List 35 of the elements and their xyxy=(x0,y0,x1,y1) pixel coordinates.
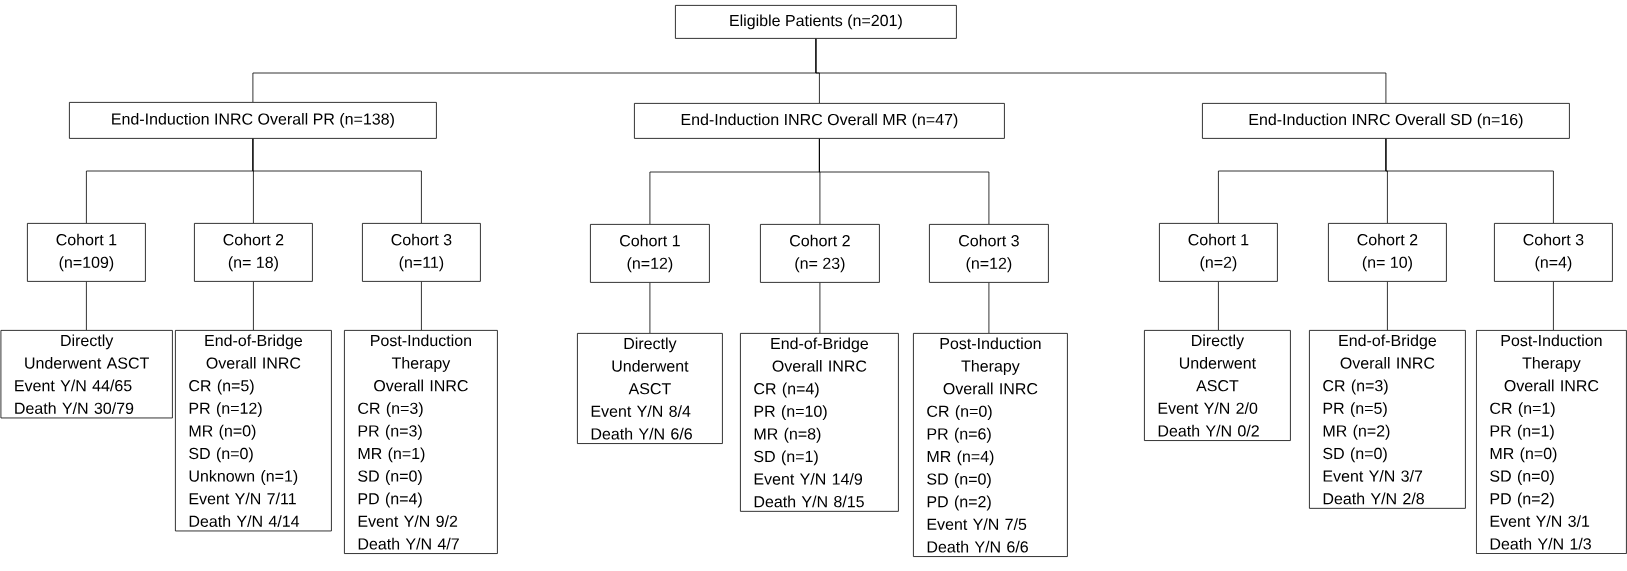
cohort-box: Cohort 3 (n=4) xyxy=(1494,223,1613,282)
connector-line xyxy=(1387,281,1388,331)
outcome-box: Directly Underwent ASCT Event Y/N 44/65 Death Y/N 30/79 xyxy=(0,330,173,419)
connector-line xyxy=(819,282,821,334)
cohort-box: Cohort 1 (n=109) xyxy=(27,223,146,282)
stage-box: End-Induction INRC Overall SD (n=16) xyxy=(1202,103,1570,139)
connector-line xyxy=(815,38,1387,104)
cohort-box: Cohort 1 (n=12) xyxy=(590,224,710,283)
connector-line xyxy=(253,281,254,331)
stage-box: Eligible Patients (n=201) xyxy=(675,5,957,39)
stage-box: End-Induction INRC Overall PR (n=138) xyxy=(69,102,437,139)
cohort-box: Cohort 1 (n=2) xyxy=(1159,223,1278,282)
connector-line xyxy=(1385,138,1554,224)
cohort-box: Cohort 3 (n=11) xyxy=(362,223,481,282)
connector-line xyxy=(1553,281,1554,331)
connector-line xyxy=(252,138,422,224)
cohort-box: Cohort 2 (n= 10) xyxy=(1328,223,1447,282)
stage-box: End-Induction INRC Overall MR (n=47) xyxy=(634,103,1005,139)
connector-line xyxy=(421,281,422,331)
connector-line xyxy=(1218,281,1219,331)
outcome-box: Directly Underwent ASCT Event Y/N 8/4 Death Y/N 6/6 xyxy=(577,333,723,444)
cohort-box: Cohort 2 (n= 18) xyxy=(194,223,313,282)
outcome-box: End-of-Bridge Overall INRC CR (n=5) PR (n=12) MR (n=0) SD (n=0) Unknown (n=1) Event Y/N 7/11 Death Y/N 4/14 xyxy=(175,330,332,532)
connector-line xyxy=(819,138,990,225)
outcome-box: End-of-Bridge Overall INRC CR (n=3) PR (n=5) MR (n=2) SD (n=0) Event Y/N 3/7 Death Y/N 2/8 xyxy=(1309,330,1466,509)
outcome-box: End-of-Bridge Overall INRC CR (n=4) PR (n=10) MR (n=8) SD (n=1) Event Y/N 14/9 Death Y/N 8/15 xyxy=(740,333,899,512)
connector-line xyxy=(86,281,87,331)
cohort-box: Cohort 2 (n= 23) xyxy=(760,224,880,283)
outcome-box: Post-Induction Therapy Overall INRC CR (n=0) PR (n=6) MR (n=4) SD (n=0) PD (n=2) Event Y/N 7/5 Death Y/N 6/6 xyxy=(913,333,1068,557)
outcome-box: Post-Induction Therapy Overall INRC CR (n=3) PR (n=3) MR (n=1) SD (n=0) PD (n=4) Event Y/N 9/2 Death Y/N 4/7 xyxy=(344,330,498,554)
connector-line xyxy=(988,282,990,334)
outcome-box: Directly Underwent ASCT Event Y/N 2/0 Death Y/N 0/2 xyxy=(1144,330,1291,441)
outcome-box: Post-Induction Therapy Overall INRC CR (n=1) PR (n=1) MR (n=0) SD (n=0) PD (n=2) Event Y/N 3/1 Death Y/N 1/3 xyxy=(1476,330,1627,554)
connector-line xyxy=(649,282,651,334)
cohort-box: Cohort 3 (n=12) xyxy=(929,224,1049,283)
